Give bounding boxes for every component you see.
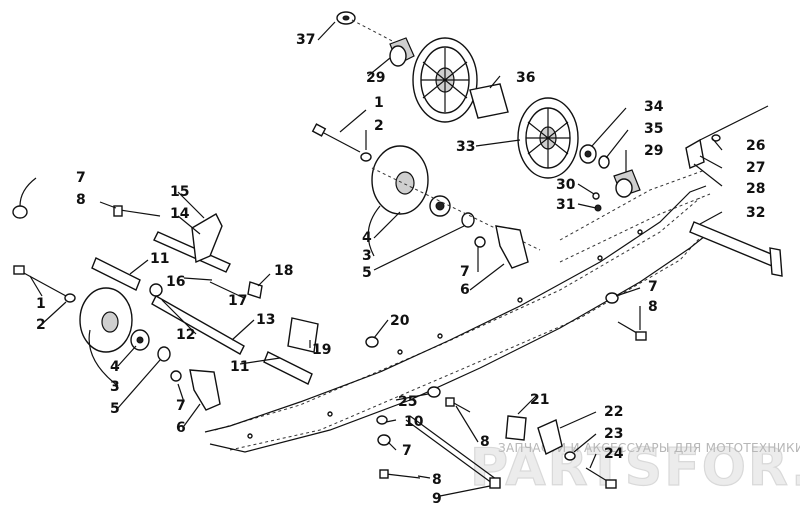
top-idler-assembly <box>311 11 783 341</box>
callout-28: 28 <box>746 181 765 197</box>
callout-4: 4 <box>110 359 120 375</box>
callout-14: 14 <box>170 206 190 222</box>
callout-2: 2 <box>374 118 384 134</box>
callout-26: 26 <box>746 138 765 154</box>
callout-35: 35 <box>644 121 663 137</box>
callout-7: 7 <box>76 170 86 186</box>
callout-3: 3 <box>362 248 372 264</box>
callout-8: 8 <box>480 434 490 450</box>
callout-29: 29 <box>366 70 385 86</box>
callout-11: 11 <box>150 251 169 267</box>
callout-22: 22 <box>604 404 623 420</box>
callout-31: 31 <box>556 197 575 213</box>
callout-8: 8 <box>432 472 442 488</box>
callout-8: 8 <box>76 192 86 208</box>
callouts: 37 29 36 1 2 34 35 33 29 26 27 30 31 28 … <box>36 32 765 507</box>
callout-7: 7 <box>402 443 412 459</box>
callout-10: 10 <box>404 414 424 430</box>
callout-23: 23 <box>604 426 623 442</box>
callout-27: 27 <box>746 160 765 176</box>
rocker-arm-assembly <box>12 205 379 411</box>
callout-15: 15 <box>170 184 189 200</box>
callout-8: 8 <box>648 299 658 315</box>
callout-30: 30 <box>556 177 576 193</box>
callout-6: 6 <box>460 282 470 298</box>
callout-16: 16 <box>166 274 185 290</box>
callout-1: 1 <box>36 296 46 312</box>
leader-lines <box>19 21 723 497</box>
callout-20: 20 <box>390 313 410 329</box>
callout-7: 7 <box>648 279 658 295</box>
callout-33: 33 <box>456 139 475 155</box>
callout-7: 7 <box>460 264 470 280</box>
callout-1: 1 <box>374 95 384 111</box>
callout-13: 13 <box>256 312 275 328</box>
callout-12: 12 <box>176 327 195 343</box>
callout-32: 32 <box>746 205 765 221</box>
watermark-caption: ЗАПЧАСТИ И АКСЕССУАРЫ ДЛЯ МОТОТЕХНИКИ <box>498 441 800 455</box>
callout-37: 37 <box>296 32 315 48</box>
callout-5: 5 <box>362 265 372 281</box>
watermark-brand: PARTSFOR.RU <box>470 438 800 498</box>
callout-9: 9 <box>432 491 442 507</box>
callout-4: 4 <box>362 230 372 246</box>
callout-3: 3 <box>110 379 120 395</box>
callout-34: 34 <box>644 99 664 115</box>
callout-5: 5 <box>110 401 120 417</box>
callout-24: 24 <box>604 446 624 462</box>
callout-18: 18 <box>274 263 293 279</box>
callout-29: 29 <box>644 143 663 159</box>
callout-11: 11 <box>230 359 249 375</box>
watermark: PARTSFOR.RU ЗАПЧАСТИ И АКСЕССУАРЫ ДЛЯ МО… <box>469 437 800 498</box>
callout-17: 17 <box>228 293 247 309</box>
callout-36: 36 <box>516 70 535 86</box>
callout-21: 21 <box>530 392 549 408</box>
callout-25: 25 <box>398 394 417 410</box>
callout-19: 19 <box>312 342 331 358</box>
bottom-hardware <box>376 386 617 489</box>
callout-2: 2 <box>36 317 46 333</box>
callout-6: 6 <box>176 420 186 436</box>
slide-rail <box>204 169 711 453</box>
callout-7: 7 <box>176 398 186 414</box>
